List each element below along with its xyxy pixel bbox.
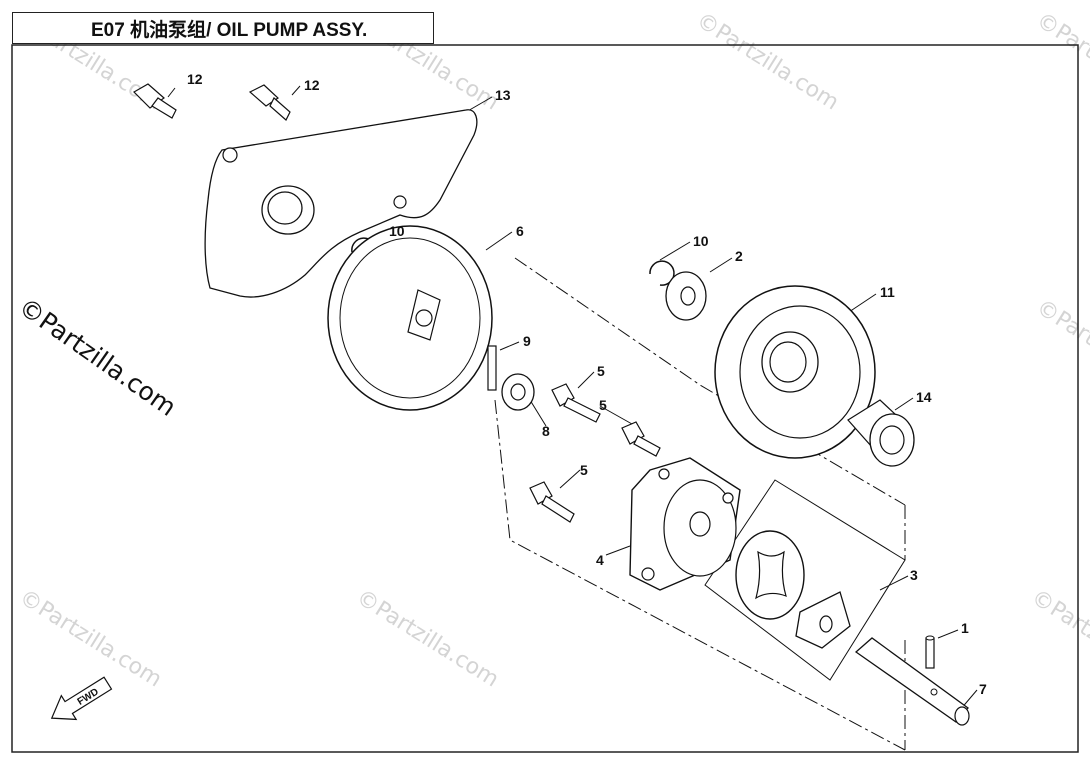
washer — [501, 373, 535, 411]
bolt — [133, 83, 291, 121]
idler-gear — [714, 285, 876, 459]
page-title: E07 机油泵组/ OIL PUMP ASSY. — [91, 19, 368, 41]
callout-number: 5 — [599, 397, 607, 413]
callout-number: 10 — [389, 223, 405, 239]
callout-number: 12 — [304, 77, 320, 93]
callout-number: 7 — [979, 681, 987, 697]
drive-pin — [925, 635, 935, 669]
pump-shaft — [854, 637, 970, 726]
leader-lines — [167, 85, 978, 711]
flange-bolt — [529, 383, 661, 523]
callout-number: 6 — [516, 223, 524, 239]
callout-number: 5 — [580, 462, 588, 478]
callout-number: 14 — [916, 389, 932, 405]
outer-rotor — [735, 530, 805, 620]
callout-number: 9 — [523, 333, 531, 349]
assembly-lines — [494, 257, 906, 751]
thrust-washer — [665, 271, 707, 321]
callout-number: 4 — [596, 552, 604, 568]
callout-number: 13 — [495, 87, 511, 103]
title-box: E07 机油泵组/ OIL PUMP ASSY. — [12, 12, 434, 44]
callout-number: 11 — [880, 284, 895, 300]
driven-gear — [327, 225, 493, 411]
callout-numbers: 12 12 13 10 6 10 2 11 9 5 5 8 14 5 4 3 1 7 — [187, 71, 987, 697]
callout-number: 1 — [961, 620, 969, 636]
callout-number: 3 — [910, 567, 918, 583]
diagram-frame — [11, 44, 1079, 753]
fwd-arrow: FWD — [50, 676, 113, 721]
pump-kit-box — [704, 479, 906, 681]
callout-number: 2 — [735, 248, 743, 264]
pump-body — [629, 457, 741, 591]
inner-rotor — [795, 591, 851, 649]
needle-bearing — [847, 399, 915, 467]
callout-number: 10 — [693, 233, 709, 249]
dowel-pin — [487, 345, 497, 391]
callout-number: 8 — [542, 423, 550, 439]
callout-number: 5 — [597, 363, 605, 379]
cover-plate — [204, 109, 478, 298]
callout-number: 12 — [187, 71, 203, 87]
